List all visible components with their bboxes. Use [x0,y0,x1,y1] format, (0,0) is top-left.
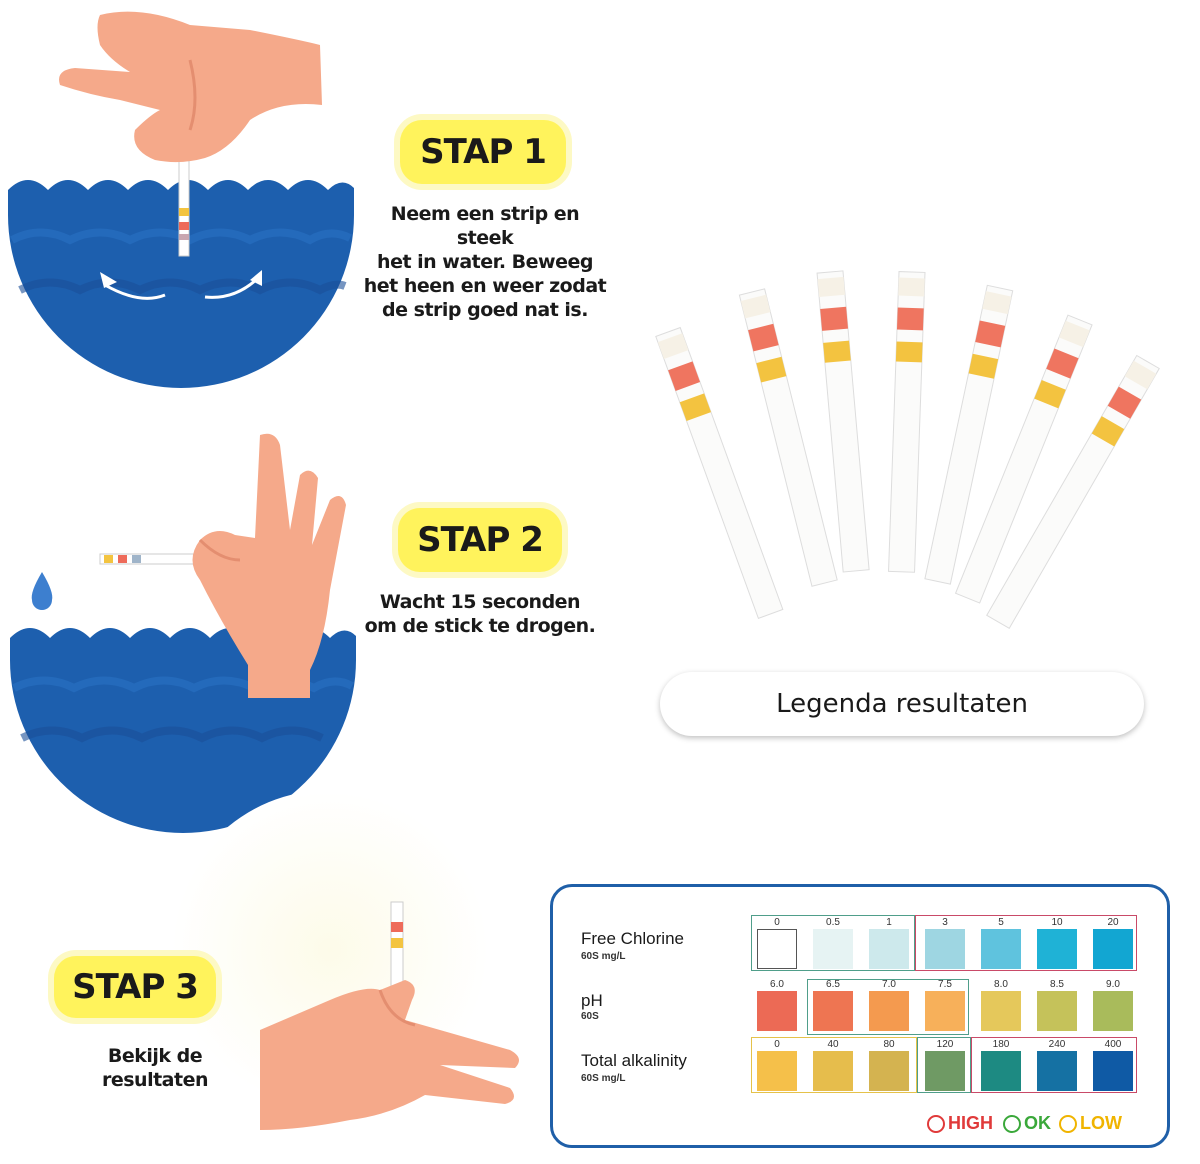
chart-tick-label: 1 [886,917,892,928]
hand-icon [260,980,519,1130]
chart-tick-label: 0.5 [826,917,840,928]
status-ok: OK [1003,1113,1051,1134]
chart-tick-label: 20 [1107,917,1119,928]
color-swatch [869,929,909,969]
color-swatch [1093,991,1133,1031]
chart-tick-label: 240 [1048,1039,1066,1050]
step3-badge: STAP 3 [54,956,216,1018]
step2-text: Wacht 15 seconden om de stick te drogen. [364,591,596,637]
total-alkalinity-unit: 60S mg/L [581,1073,626,1084]
status-low: LOW [1059,1113,1122,1134]
status-low-label: LOW [1080,1113,1122,1133]
step1-illustration [8,11,354,388]
step1-text: Neem een strip en steek het in water. Be… [363,203,607,321]
color-swatch [813,991,853,1031]
water-drop-icon [31,572,53,610]
chart-tick-label: 0 [774,917,780,928]
chart-tick-label: 400 [1104,1039,1122,1050]
color-swatch [1037,1051,1077,1091]
step3-text: Bekijk de resultaten [101,1045,209,1091]
color-swatch [869,991,909,1031]
hand-icon [59,11,322,163]
step1-badge: STAP 1 [400,120,566,184]
test-strips-fan [655,270,1160,629]
color-swatch [925,991,965,1031]
chart-tick-label: 80 [883,1039,895,1050]
chart-tick-label: 6.5 [826,979,840,990]
color-swatch [869,1051,909,1091]
neutral-face-icon [1059,1114,1077,1133]
color-swatch [1093,1051,1133,1091]
color-swatch [981,991,1021,1031]
color-swatch [925,1051,965,1091]
range-frame-ok [917,1037,971,1093]
color-swatch [925,929,965,969]
status-high-label: HIGH [948,1113,993,1133]
water-wave-icon [8,180,354,388]
chart-tick-label: 7.5 [938,979,952,990]
color-swatch [757,1051,797,1091]
hand-icon [192,433,346,698]
color-swatch [757,929,797,969]
total-alkalinity-label: Total alkalinity [581,1051,687,1070]
color-chart: Free Chlorine 60S mg/L pH 60S Total alka… [550,884,1170,1148]
step2-badge: STAP 2 [398,508,562,572]
chart-tick-label: 7.0 [882,979,896,990]
chart-tick-label: 5 [998,917,1004,928]
range-frame-ok [751,915,915,971]
chart-tick-label: 10 [1051,917,1063,928]
chart-tick-label: 3 [942,917,948,928]
step3-illustration [260,901,519,1130]
range-frame-high [915,915,1137,971]
chart-tick-label: 120 [936,1039,954,1050]
chart-tick-label: 8.0 [994,979,1008,990]
range-frame-high [971,1037,1137,1093]
range-frame-low [751,1037,917,1093]
color-swatch [1037,929,1077,969]
color-swatch [981,929,1021,969]
smile-face-icon [1003,1114,1021,1133]
chart-tick-label: 180 [992,1039,1010,1050]
color-swatch [1037,991,1077,1031]
range-frame-ok [807,979,969,1035]
chart-tick-label: 6.0 [770,979,784,990]
legend-title: Legenda resultaten [660,672,1144,736]
color-swatch [813,1051,853,1091]
step2-illustration [10,433,356,833]
ph-label: pH [581,991,603,1010]
chart-tick-label: 9.0 [1106,979,1120,990]
chart-tick-label: 0 [774,1039,780,1050]
status-high: HIGH [927,1113,993,1134]
color-swatch [981,1051,1021,1091]
ph-unit: 60S [581,1011,599,1022]
color-swatch [1093,929,1133,969]
test-strip-icon [888,271,926,573]
status-ok-label: OK [1024,1113,1051,1133]
chart-tick-label: 40 [827,1039,839,1050]
color-swatch [813,929,853,969]
color-swatch [757,991,797,1031]
chart-tick-label: 8.5 [1050,979,1064,990]
sad-face-icon [927,1114,945,1133]
free-chlorine-label: Free Chlorine [581,929,684,948]
free-chlorine-unit: 60S mg/L [581,951,626,962]
test-strip-icon [816,270,870,573]
